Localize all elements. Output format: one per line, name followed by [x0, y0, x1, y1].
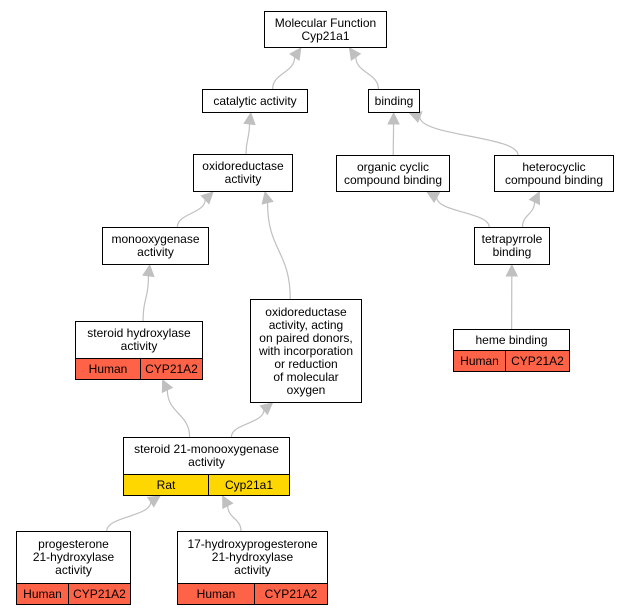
node-label: tetrapyrrole binding — [481, 232, 543, 259]
arrowhead-icon — [243, 111, 256, 126]
edge-s21-to-steroidhyd — [161, 378, 191, 438]
node-binding[interactable]: binding — [368, 89, 420, 113]
node-monooxygenase-activity[interactable]: monooxygenase activity — [102, 227, 209, 265]
edge-organic-to-binding — [387, 111, 400, 156]
arrowhead-icon — [387, 111, 400, 125]
annotation-row: Rat Cyp21a1 — [124, 474, 289, 495]
arrowhead-icon — [408, 111, 423, 124]
arrowhead-icon — [261, 190, 274, 205]
edge-line — [227, 505, 242, 532]
edge-line — [436, 197, 490, 228]
edge-oxpaired-to-oxido — [261, 190, 291, 300]
species-tag: Human — [76, 359, 140, 379]
species-tag: Human — [178, 584, 254, 604]
edge-hetero-to-binding — [408, 111, 519, 156]
edge-line — [355, 56, 379, 90]
annotation-row: Human CYP21A2 — [178, 583, 327, 604]
node-oxidoreductase-paired-donors[interactable]: oxidoreductase activity, acting on paire… — [250, 299, 362, 403]
node-organic-cyclic-compound-binding[interactable]: organic cyclic compound binding — [336, 155, 450, 192]
arrowhead-icon — [528, 190, 541, 206]
edge-line — [106, 501, 152, 532]
gene-tag: CYP21A2 — [505, 351, 569, 371]
arrowhead-icon — [200, 191, 214, 205]
edge-heme-to-tetra — [505, 263, 519, 330]
edge-tetra-to-organic — [426, 191, 490, 228]
arrowhead-icon — [348, 47, 362, 62]
node-progesterone-21-hydroxylase-activity[interactable]: progesterone 21-hydroxylase activity Hum… — [16, 531, 131, 605]
arrowhead-icon — [505, 263, 519, 277]
arrowhead-icon — [426, 191, 441, 204]
species-tag: Human — [454, 351, 505, 371]
annotation-row: Human CYP21A2 — [76, 358, 202, 379]
node-catalytic-activity[interactable]: catalytic activity — [202, 89, 308, 113]
edge-tetra-to-hetero — [521, 190, 541, 228]
edge-hprog-to-s21 — [222, 495, 242, 532]
edge-line — [521, 201, 536, 228]
arrowhead-icon — [142, 263, 155, 278]
arrowhead-icon — [222, 495, 234, 510]
edge-line — [266, 202, 291, 300]
node-label: progesterone 21-hydroxylase activity — [32, 537, 115, 577]
node-label: heme binding — [475, 332, 548, 347]
edge-line — [166, 389, 191, 438]
arrowhead-icon — [146, 495, 161, 508]
node-label: organic cyclic compound binding — [343, 159, 443, 187]
edge-prog-to-s21 — [106, 495, 161, 532]
edge-oxido-to-catalytic — [243, 111, 256, 155]
arrowhead-icon — [161, 378, 174, 394]
node-label: oxidoreductase activity, acting on paire… — [258, 304, 354, 397]
node-17-hydroxyprogesterone-21-hydroxylase-activity[interactable]: 17-hydroxyprogesterone 21-hydroxylase ac… — [177, 531, 328, 605]
gene-tag: CYP21A2 — [68, 584, 130, 604]
node-heterocyclic-compound-binding[interactable]: heterocyclic compound binding — [494, 155, 614, 192]
edge-line — [142, 275, 150, 322]
node-label: monooxygenase activity — [111, 232, 200, 259]
annotation-row: Human CYP21A2 — [17, 583, 130, 604]
edge-line — [272, 57, 296, 90]
edge-line — [245, 123, 251, 155]
edge-binding-to-mf — [348, 47, 379, 90]
node-label: steroid hydroxylase activity — [87, 326, 191, 353]
node-label: binding — [374, 93, 414, 108]
edge-catalytic-to-mf — [272, 47, 302, 90]
edge-mono-to-oxido — [176, 191, 214, 228]
annotation-row: Human CYP21A2 — [454, 350, 569, 371]
edge-line — [230, 409, 265, 438]
edge-steroidhyd-to-mono — [142, 263, 155, 322]
node-label: oxidoreductase activity — [202, 159, 284, 186]
species-tag: Rat — [124, 475, 208, 495]
species-tag: Human — [17, 584, 68, 604]
node-label: steroid 21-monooxygenase activity — [134, 442, 279, 469]
node-heme-binding[interactable]: heme binding Human CYP21A2 — [453, 329, 570, 372]
node-label: heterocyclic compound binding — [504, 159, 604, 187]
node-molecular-function[interactable]: Molecular Function Cyp21a1 — [264, 11, 387, 48]
arrowhead-icon — [259, 402, 274, 416]
edge-s21-to-oxpaired — [230, 402, 274, 438]
node-steroid-21-monooxygenase-activity[interactable]: steroid 21-monooxygenase activity Rat Cy… — [123, 437, 290, 496]
gene-tag: CYP21A2 — [254, 584, 327, 604]
gene-tag: CYP21A2 — [140, 359, 202, 379]
edge-line — [176, 199, 206, 228]
node-tetrapyrrole-binding[interactable]: tetrapyrrole binding — [474, 227, 550, 265]
node-steroid-hydroxylase-activity[interactable]: steroid hydroxylase activity Human CYP21… — [75, 321, 203, 380]
node-label: Molecular Function Cyp21a1 — [274, 15, 377, 43]
gene-tag: Cyp21a1 — [208, 475, 289, 495]
node-label: 17-hydroxyprogesterone 21-hydroxylase ac… — [187, 537, 318, 577]
arrowhead-icon — [289, 47, 302, 62]
node-oxidoreductase-activity[interactable]: oxidoreductase activity — [193, 154, 293, 192]
edge-line — [419, 116, 519, 156]
node-label: catalytic activity — [213, 93, 297, 108]
